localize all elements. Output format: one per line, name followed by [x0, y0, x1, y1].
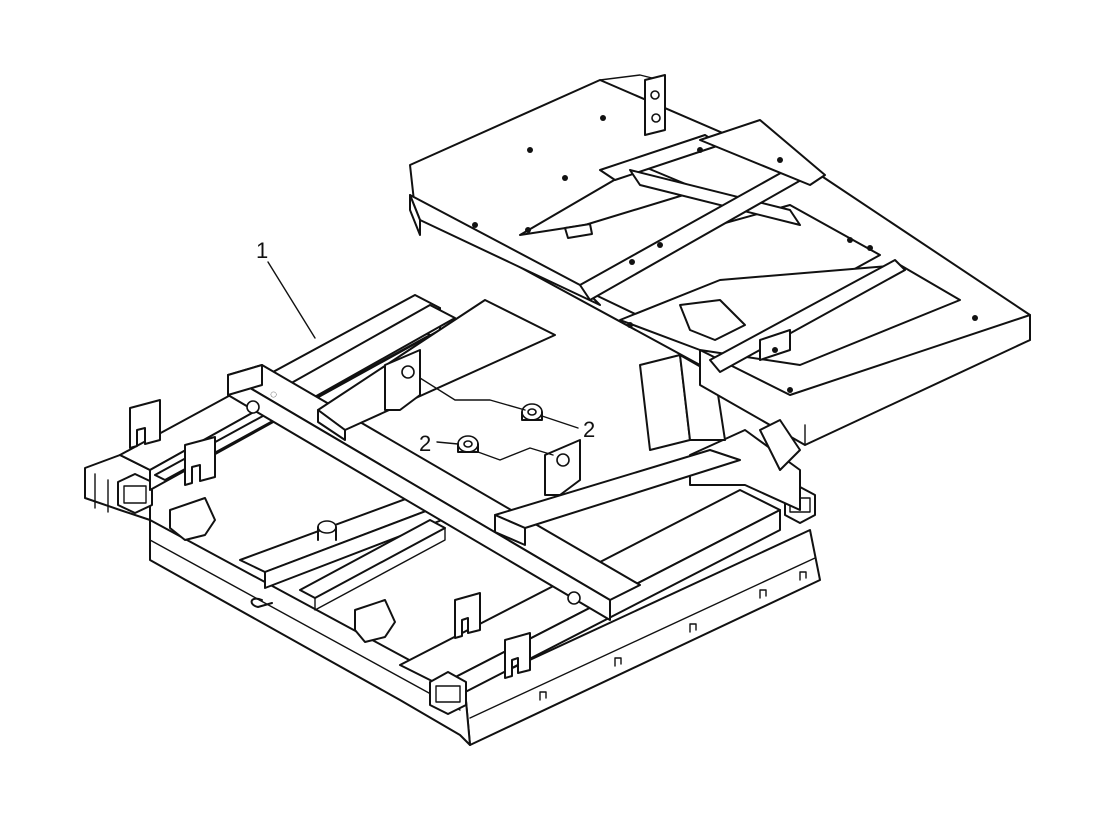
hook: [250, 597, 273, 608]
front-square-tube-end: [429, 671, 467, 715]
callout-leaders: [267, 261, 579, 445]
left-square-tube-end: [117, 473, 153, 514]
right-mount-bracket: [544, 439, 581, 496]
upper-frame: [409, 74, 1031, 471]
svg-text:◌: ◌: [270, 387, 277, 401]
upper-tab-back: [644, 74, 666, 136]
bushing-upper: [521, 403, 543, 421]
bushing-lower: [457, 435, 479, 453]
boss: [317, 520, 337, 534]
upper-plate-bracket: [679, 299, 746, 341]
upper-tab-slot: [564, 223, 593, 239]
cross-beams: ◌: [227, 299, 741, 621]
leader-2b: [436, 441, 459, 445]
upper-frame-right-side: [699, 314, 1031, 446]
mount-brackets: [384, 349, 581, 496]
upper-tab-front: [759, 329, 791, 361]
leader-1: [267, 261, 316, 339]
left-mount-bracket: [384, 349, 421, 411]
upper-tab-bottom: [759, 419, 801, 471]
callout-2-right: 2: [583, 417, 595, 442]
upper-cross-member-4: [709, 259, 906, 373]
u-brackets: [129, 399, 531, 679]
leader-2a: [541, 415, 579, 429]
upper-frame-holes: [472, 115, 978, 393]
callout-1: 1: [256, 238, 268, 263]
callout-2-left: 2: [419, 431, 431, 456]
upper-cross-member-5: [699, 119, 826, 186]
